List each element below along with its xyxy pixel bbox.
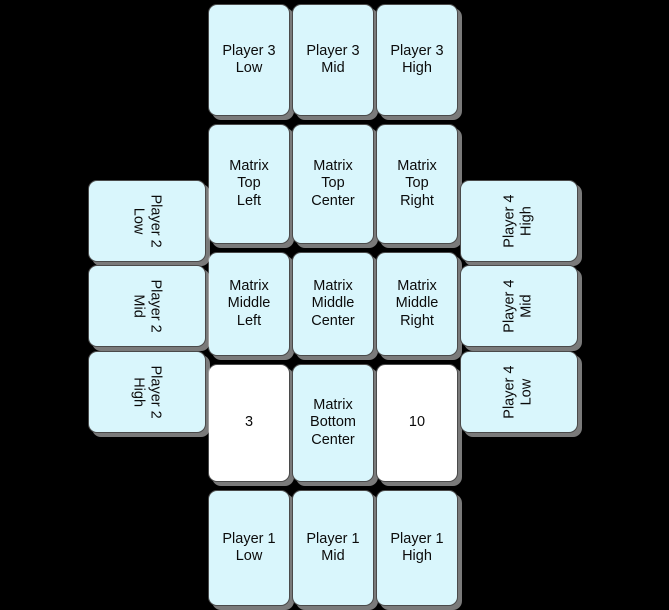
card-label: Player 4 Low — [501, 365, 535, 419]
card-matrix-top-left[interactable]: Matrix Top Left — [208, 124, 290, 244]
card-label: Player 3 High — [390, 42, 444, 76]
card-player1-mid[interactable]: Player 1 Mid — [292, 490, 374, 606]
card-label: Matrix Top Center — [311, 158, 355, 209]
card-label: Matrix Middle Center — [311, 278, 355, 329]
card-matrix-middle-left[interactable]: Matrix Middle Left — [208, 252, 290, 356]
card-value: 10 — [408, 414, 426, 431]
card-label: Matrix Middle Left — [227, 278, 271, 329]
card-player1-low[interactable]: Player 1 Low — [208, 490, 290, 606]
card-label: Player 1 High — [390, 530, 444, 564]
card-player2-low[interactable]: Player 2 Low — [88, 180, 206, 262]
card-matrix-top-center[interactable]: Matrix Top Center — [292, 124, 374, 244]
card-player4-low[interactable]: Player 4 Low — [460, 351, 578, 433]
card-label: Matrix Middle Right — [395, 278, 439, 329]
card-player2-high[interactable]: Player 2 High — [88, 351, 206, 433]
card-label: Player 4 Mid — [501, 279, 535, 333]
card-player4-high[interactable]: Player 4 High — [460, 180, 578, 262]
card-player3-mid[interactable]: Player 3 Mid — [292, 4, 374, 116]
card-label: Matrix Top Left — [229, 158, 269, 209]
card-player3-high[interactable]: Player 3 High — [376, 4, 458, 116]
card-label: Player 3 Mid — [306, 42, 360, 76]
card-label: Player 1 Low — [222, 530, 276, 564]
card-label: Player 1 Mid — [306, 530, 360, 564]
card-label: Player 2 Low — [130, 194, 165, 248]
card-matrix-bottom-right-value[interactable]: 10 — [376, 364, 458, 482]
card-player1-high[interactable]: Player 1 High — [376, 490, 458, 606]
card-matrix-bottom-left-value[interactable]: 3 — [208, 364, 290, 482]
card-matrix-middle-center[interactable]: Matrix Middle Center — [292, 252, 374, 356]
card-value: 3 — [244, 414, 254, 431]
card-label: Player 4 High — [501, 194, 535, 248]
card-matrix-middle-right[interactable]: Matrix Middle Right — [376, 252, 458, 356]
card-matrix-bottom-center[interactable]: Matrix Bottom Center — [292, 364, 374, 482]
card-label: Player 2 High — [130, 365, 165, 419]
card-label: Matrix Bottom Center — [310, 397, 356, 448]
card-player3-low[interactable]: Player 3 Low — [208, 4, 290, 116]
card-label: Player 3 Low — [222, 42, 276, 76]
card-label: Player 2 Mid — [130, 279, 165, 333]
card-player2-mid[interactable]: Player 2 Mid — [88, 265, 206, 347]
card-player4-mid[interactable]: Player 4 Mid — [460, 265, 578, 347]
card-matrix-top-right[interactable]: Matrix Top Right — [376, 124, 458, 244]
card-label: Matrix Top Right — [397, 158, 437, 209]
